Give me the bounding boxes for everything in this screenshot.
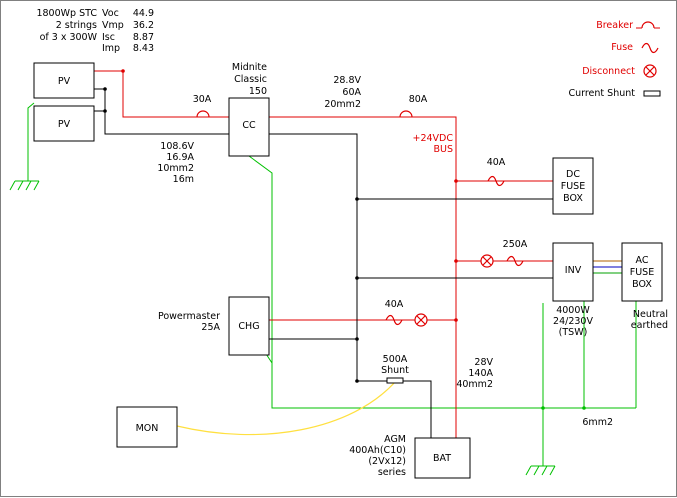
cc-output: 28.8V: [333, 75, 361, 86]
pv-spec-value: 8.43: [133, 43, 154, 54]
legend-shunt-icon: [643, 90, 661, 97]
pv-cable-spec: 16.9A: [166, 152, 194, 163]
bat-label: BAT: [433, 453, 451, 464]
dc-fuse-rating: 40A: [487, 157, 506, 168]
cc-model: Midnite: [232, 62, 267, 73]
pv-cable-spec: 108.6V: [160, 141, 194, 152]
ac-fuse-box-label: BOX: [632, 279, 652, 290]
battery-spec: (2Vx12): [368, 456, 406, 467]
legend-fuse-icon: [641, 42, 659, 54]
ac-fuse-box: [621, 242, 663, 302]
legend: Breaker Fuse Disconnect Current Shunt: [568, 20, 661, 99]
legend-breaker-icon: [641, 21, 655, 29]
inverter-rating: 24/230V: [553, 316, 593, 327]
dc-fuse-box: [552, 157, 594, 215]
pv-cable-spec: 10mm2: [157, 163, 194, 174]
cc-output: 60A: [342, 87, 361, 98]
ac-wiring: [593, 260, 622, 274]
pv-spec-value: 36.2: [133, 20, 154, 31]
dc-fuse-icon: [487, 175, 505, 187]
inverter-rating: 4000W: [556, 305, 590, 316]
earth-cable-spec: 6mm2: [582, 417, 613, 428]
legend-disconnect-icon: [643, 64, 657, 78]
mon-label: MON: [136, 423, 159, 434]
neutral-note: Neutral: [633, 309, 668, 320]
chg-label: CHG: [238, 321, 259, 332]
charger-model: Powermaster: [158, 311, 220, 322]
pv-spec-key: Imp: [102, 43, 120, 54]
pv-breaker-rating: 30A: [193, 94, 212, 105]
legend-disconnect-label: Disconnect: [582, 66, 635, 77]
main-breaker-rating: 80A: [409, 94, 428, 105]
battery-cable-spec: 40mm2: [456, 379, 493, 390]
inverter-fuse-icon: [506, 255, 524, 267]
pv-spec-line: 1800Wp STC: [36, 8, 97, 19]
cc-output: 20mm2: [324, 99, 361, 110]
charger-box: [228, 296, 270, 356]
battery-spec: series: [378, 467, 406, 478]
pv-cable-spec: 16m: [173, 174, 194, 185]
charger-disconnect-icon: [414, 313, 428, 327]
pv-spec-value: 44.9: [133, 8, 154, 19]
charger-fuse-icon: [385, 314, 403, 326]
neutral-note: earthed: [631, 320, 668, 331]
legend-fuse-label: Fuse: [611, 42, 633, 53]
monitor-box: [116, 406, 178, 448]
pv-spec-line: of 3 x 300W: [40, 32, 98, 43]
charge-controller-box: [228, 97, 270, 157]
shunt-icon: [386, 377, 404, 384]
battery-cable-spec: 28V: [474, 357, 493, 368]
pv-breaker-icon: [196, 110, 210, 118]
battery-spec: 400Ah(C10): [349, 445, 406, 456]
inverter-fuse-rating: 250A: [503, 239, 528, 250]
ac-fuse-box-label: AC: [636, 255, 649, 266]
pv-spec-line: 2 strings: [56, 20, 97, 31]
pv-spec: 1800Wp STC 2 strings of 3 x 300W Voc Vmp…: [36, 8, 154, 54]
dc-fuse-box-label: FUSE: [561, 181, 585, 192]
inverter-rating: (TSW): [559, 327, 588, 338]
cc-label: CC: [242, 120, 256, 131]
inv-label: INV: [565, 265, 582, 276]
inverter-box: [552, 242, 594, 302]
pv-panel-box: [33, 105, 95, 142]
battery-box: [414, 437, 471, 479]
shunt-rating: 500A: [383, 354, 408, 365]
shunt-rating: Shunt: [381, 365, 409, 376]
bus-label: BUS: [433, 144, 453, 155]
bus-label: +24VDC: [413, 133, 454, 144]
junctions: [103, 87, 359, 383]
pv-label: PV: [58, 76, 71, 87]
legend-breaker-label: Breaker: [596, 20, 633, 31]
pv-spec-key: Vmp: [102, 20, 124, 31]
pv-spec-key: Voc: [102, 8, 119, 19]
dc-fuse-box-label: DC: [566, 169, 580, 180]
pv-label: PV: [58, 119, 71, 130]
pv-spec-value: 8.87: [133, 32, 154, 43]
monitor-sense-wire: [176, 380, 397, 436]
dc-fuse-box-label: BOX: [563, 193, 583, 204]
ac-fuse-box-label: FUSE: [630, 267, 654, 278]
legend-shunt-label: Current Shunt: [568, 88, 635, 99]
cc-model: Classic: [234, 74, 267, 85]
battery-cable-spec: 140A: [468, 368, 493, 379]
charger-fuse-rating: 40A: [385, 299, 404, 310]
pv-spec-key: Isc: [102, 32, 115, 43]
inverter-disconnect-icon: [480, 254, 494, 268]
earth-wiring: [9, 102, 637, 476]
charger-model: 25A: [201, 322, 220, 333]
cc-model: 150: [249, 86, 267, 97]
battery-spec: AGM: [384, 434, 406, 445]
pv-panel-box: [33, 62, 95, 99]
main-breaker-icon: [399, 110, 413, 118]
